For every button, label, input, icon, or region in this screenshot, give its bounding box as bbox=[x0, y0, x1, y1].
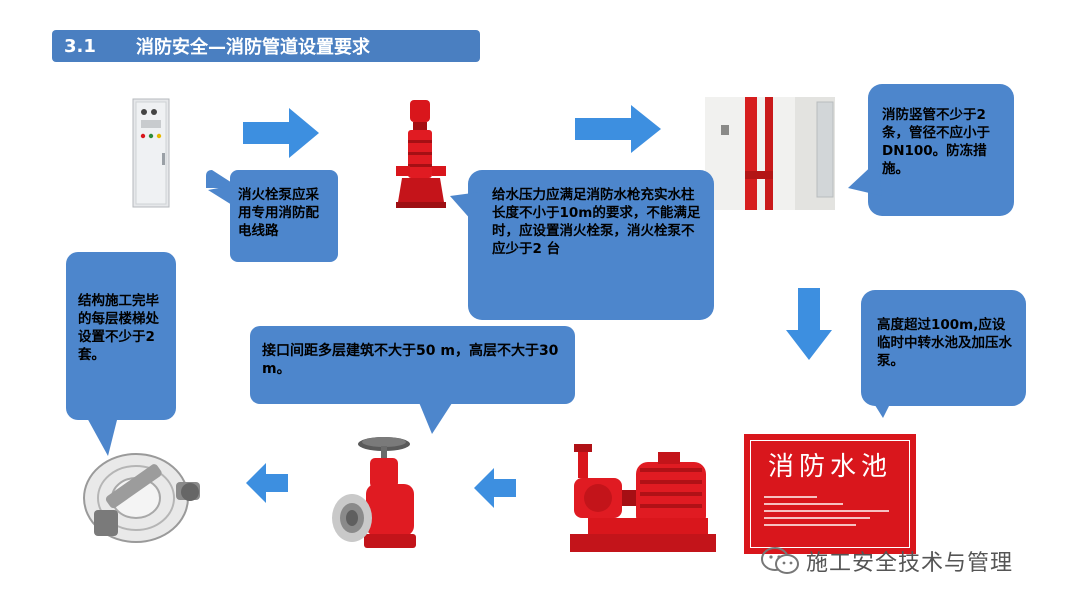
callout-pump-wiring: 消火栓泵应采用专用消防配电线路 bbox=[206, 170, 338, 262]
sign-fine-print bbox=[764, 492, 896, 536]
right-arrow-icon bbox=[575, 105, 661, 153]
section-title: 消防安全—消防管道设置要求 bbox=[136, 37, 370, 58]
right-arrow-icon bbox=[243, 108, 319, 158]
callout-height: 高度超过100m,应设临时中转水池及加压水泵。 bbox=[861, 290, 1026, 418]
section-number: 3.1 bbox=[64, 35, 96, 57]
sign-title: 消防水池 bbox=[767, 452, 892, 482]
fire-riser-photo bbox=[705, 97, 835, 210]
watermark: 施工安全技术与管理 bbox=[760, 545, 1013, 577]
watermark-text: 施工安全技术与管理 bbox=[806, 551, 1014, 576]
callout-hose: 结构施工完毕的每层楼梯处设置不少于2套。 bbox=[66, 252, 176, 456]
callout-interface-spacing: 接口间距多层建筑不大于50 m，高层不大于30m。 bbox=[250, 326, 575, 434]
horizontal-fire-pump-image bbox=[570, 444, 716, 552]
fire-hydrant-valve-image bbox=[332, 437, 416, 548]
callout-water-pressure: 给水压力应满足消防水枪充实水柱长度不小于10m的要求，不能满足时，应设置消火栓泵… bbox=[450, 170, 714, 320]
section-title-bar: 3.1 消防安全—消防管道设置要求 bbox=[52, 30, 480, 62]
fire-hose-image bbox=[83, 453, 200, 543]
fire-water-pool-sign: 消防水池 bbox=[744, 434, 916, 554]
left-arrow-icon bbox=[474, 468, 516, 508]
left-arrow-icon bbox=[246, 463, 288, 503]
callout-riser: 消防竖管不少于2条，管径不应小于DN100。防冻措施。 bbox=[848, 84, 1014, 216]
wechat-icon bbox=[761, 547, 799, 574]
vertical-fire-pump-image bbox=[396, 100, 446, 208]
down-arrow-icon bbox=[786, 288, 832, 360]
control-cabinet-image bbox=[132, 98, 170, 208]
